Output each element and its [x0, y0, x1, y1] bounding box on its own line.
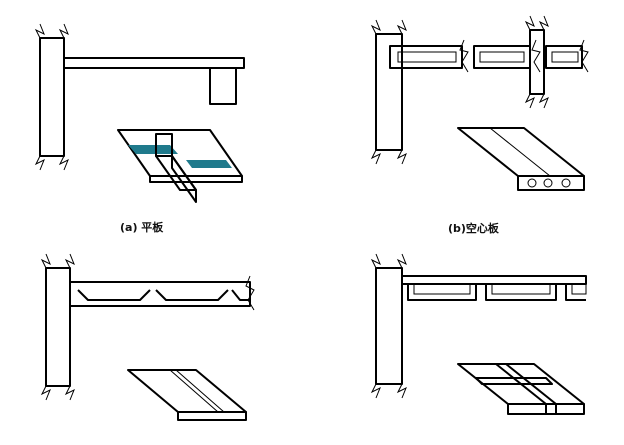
panel-a-flat-slab [34, 23, 245, 203]
panel-b-hollow-slab [370, 15, 589, 191]
ribbed-slab-section [401, 275, 587, 301]
channel-slab-isometric [127, 369, 247, 421]
wall-b [370, 19, 407, 165]
slab-a [63, 57, 245, 69]
hollow-slab-section [389, 39, 589, 73]
panel-c-channel-slab [40, 253, 255, 421]
beam-b [524, 15, 549, 109]
slab-a-isometric [117, 129, 243, 203]
panel-d-ribbed-slab [370, 253, 587, 415]
wall-d [370, 253, 407, 399]
wall-a [34, 23, 69, 171]
hollow-slab-isometric [457, 127, 585, 191]
wall-c [40, 253, 75, 401]
beam-a [209, 67, 237, 105]
channel-slab-section [69, 275, 255, 311]
ribbed-slab-isometric [457, 363, 585, 415]
caption-a: (a) 平板 [120, 221, 164, 234]
caption-b: (b)空心板 [448, 222, 499, 235]
